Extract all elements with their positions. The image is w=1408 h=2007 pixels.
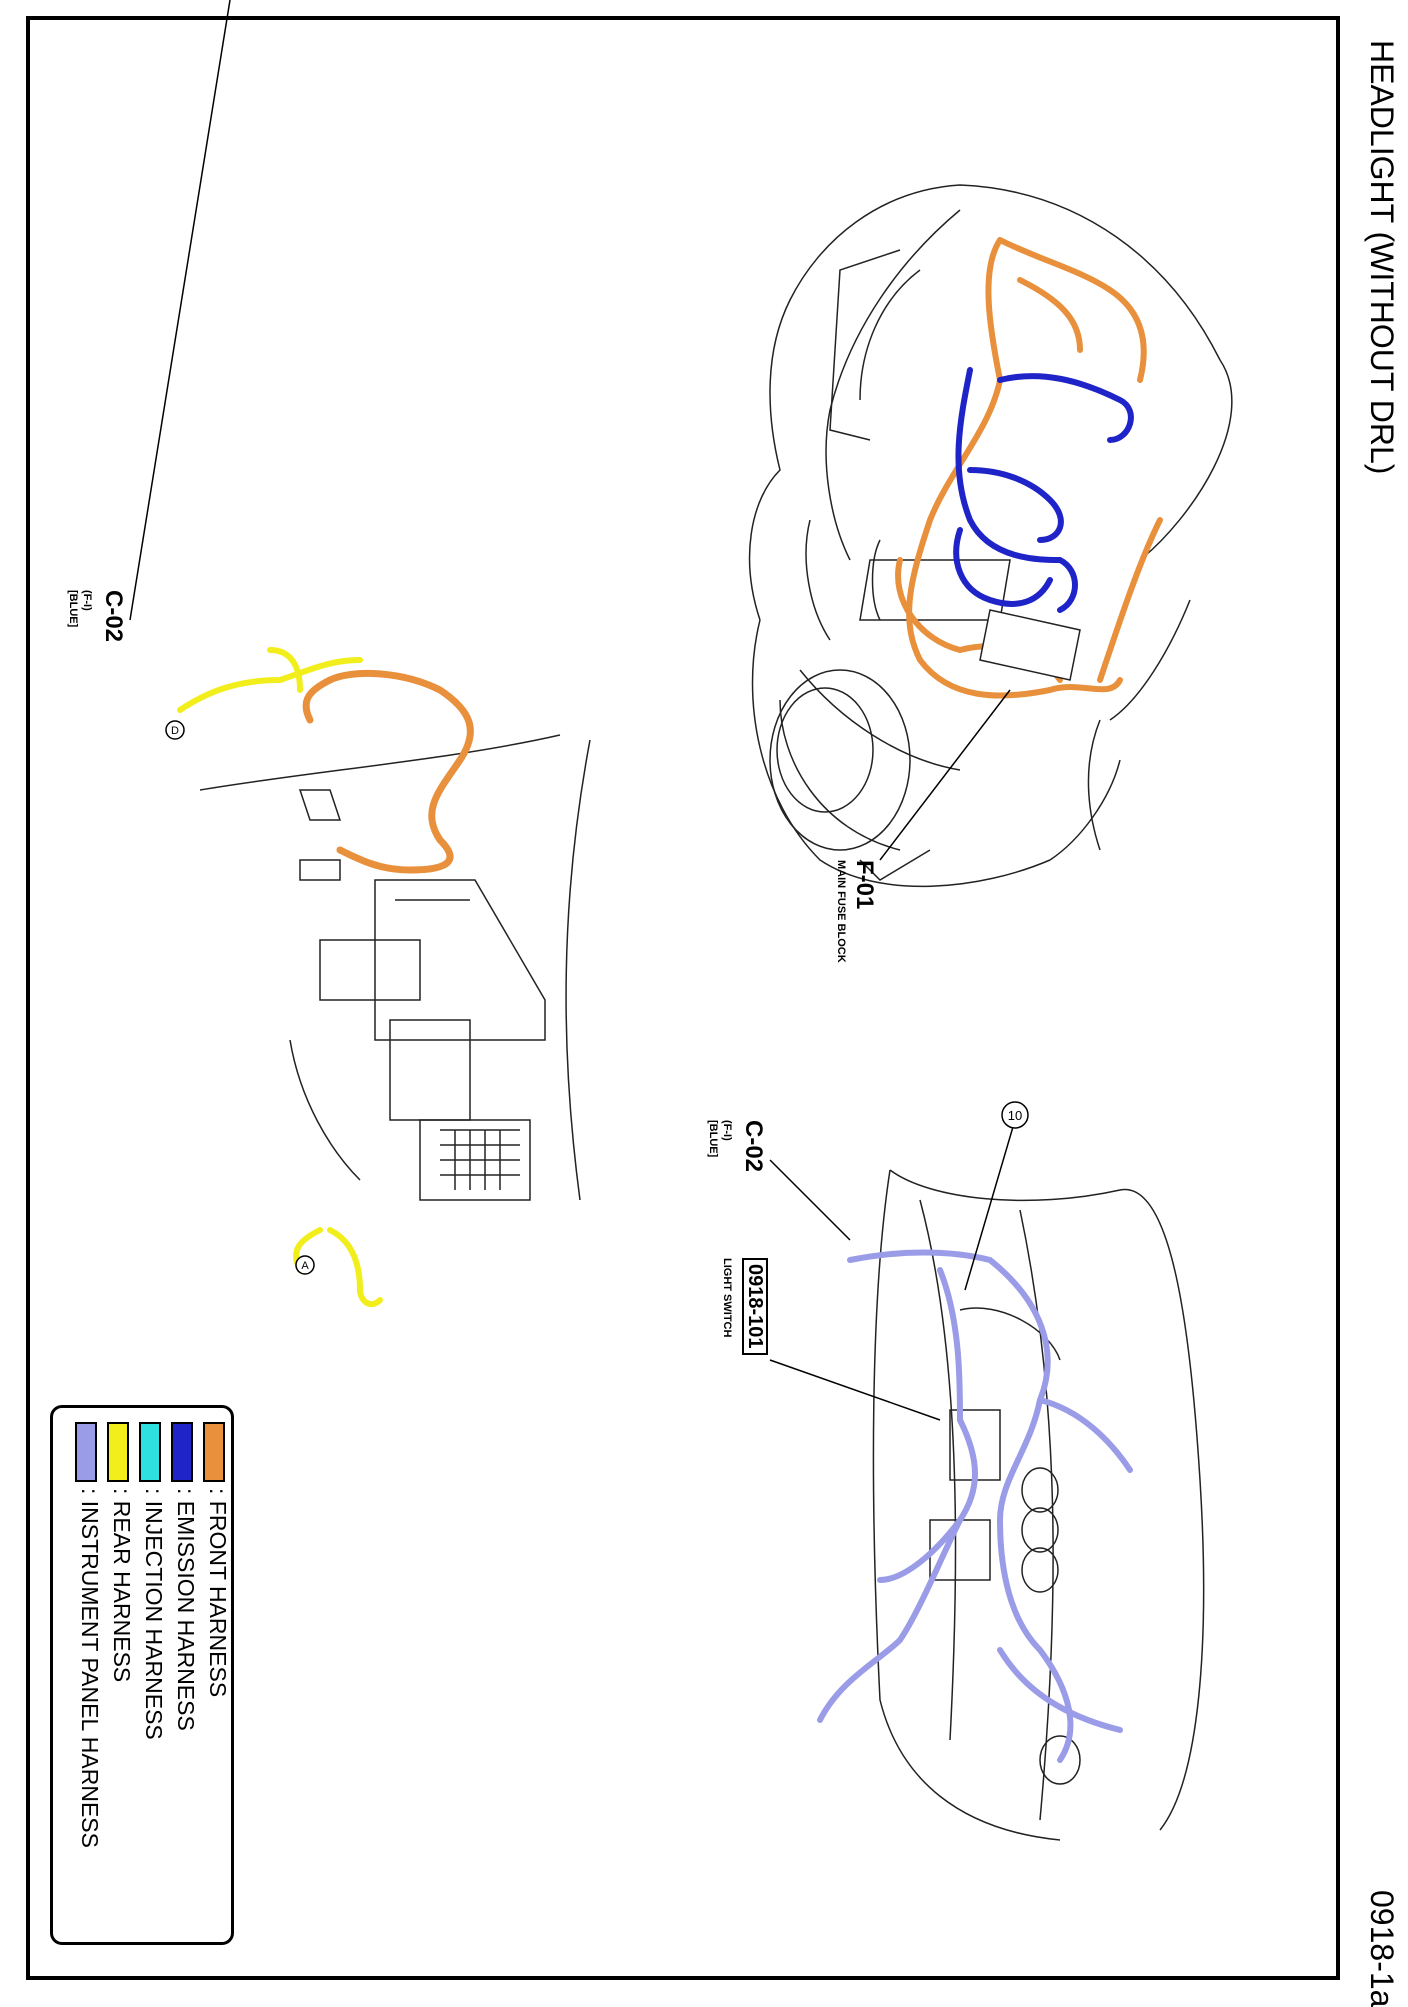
leader-light-switch bbox=[769, 1359, 941, 1421]
emission-harness-engine bbox=[953, 367, 1134, 613]
legend-swatch-instrument-panel bbox=[75, 1422, 97, 1482]
light-switch-code: 0918-101 bbox=[742, 1258, 768, 1355]
leader-c02-left bbox=[129, 0, 231, 621]
c02-right-code: C-02 bbox=[740, 1120, 767, 1173]
interior-footwell-drawing bbox=[199, 734, 591, 1201]
c02-right-sub2: [BLUE] bbox=[707, 1120, 719, 1158]
leader-c02-right bbox=[769, 1159, 851, 1241]
rear-harness-interior bbox=[177, 647, 383, 1308]
label-c02-left: C-02 bbox=[100, 590, 127, 643]
harness-legend: : FRONT HARNESS : EMISSION HARNESS : INJ… bbox=[50, 1405, 234, 1945]
legend-swatch-front bbox=[203, 1422, 225, 1482]
marker-d: D bbox=[165, 720, 185, 740]
label-c02-right-sub1: (F-I) bbox=[720, 1120, 736, 1141]
legend-label-instrument-panel: : INSTRUMENT PANEL HARNESS bbox=[77, 1488, 103, 1848]
legend-swatch-injection bbox=[139, 1422, 161, 1482]
leader-f01 bbox=[879, 689, 1011, 861]
legend-label-front: : FRONT HARNESS bbox=[205, 1488, 231, 1698]
marker-10-text: 10 bbox=[1008, 1108, 1022, 1123]
front-harness-interior bbox=[302, 670, 474, 874]
marker-a-text: A bbox=[301, 1260, 309, 1272]
c02-left-sub1: (F-I) bbox=[81, 590, 93, 611]
marker-d-text: D bbox=[171, 725, 179, 737]
label-light-switch-name: LIGHT SWITCH bbox=[720, 1258, 736, 1337]
engine-compartment-drawing bbox=[748, 184, 1233, 888]
label-c02-left-sub1: (F-I) bbox=[80, 590, 96, 611]
legend-label-injection: : INJECTION HARNESS bbox=[141, 1488, 167, 1740]
legend-label-emission: : EMISSION HARNESS bbox=[173, 1488, 199, 1731]
c02-left-sub2: [BLUE] bbox=[67, 590, 79, 628]
f01-name: MAIN FUSE BLOCK bbox=[835, 860, 847, 963]
legend-swatch-rear bbox=[107, 1422, 129, 1482]
label-c02-right: C-02 bbox=[740, 1120, 767, 1173]
marker-10: 10 bbox=[1001, 1101, 1029, 1129]
instrument-panel-drawing bbox=[872, 1169, 1205, 1841]
label-f01: F-01 bbox=[851, 860, 878, 910]
label-c02-right-sub2: [BLUE] bbox=[706, 1120, 722, 1157]
c02-right-sub1: (F-I) bbox=[721, 1120, 733, 1141]
label-light-switch: 0918-101 bbox=[742, 1258, 768, 1355]
legend-swatch-emission bbox=[171, 1422, 193, 1482]
fuse-block bbox=[979, 609, 1081, 681]
label-f01-name: MAIN FUSE BLOCK bbox=[834, 860, 850, 963]
leader-marker-10 bbox=[964, 1119, 1016, 1291]
label-c02-left-sub2: [BLUE] bbox=[66, 590, 82, 627]
legend-label-rear: : REAR HARNESS bbox=[109, 1488, 135, 1683]
f01-code: F-01 bbox=[851, 860, 878, 910]
marker-a: A bbox=[295, 1255, 315, 1275]
ip-harness bbox=[817, 1249, 1133, 1763]
light-switch-name: LIGHT SWITCH bbox=[721, 1258, 733, 1338]
diagram-frame bbox=[26, 16, 1340, 1980]
c02-left-code: C-02 bbox=[100, 590, 127, 643]
